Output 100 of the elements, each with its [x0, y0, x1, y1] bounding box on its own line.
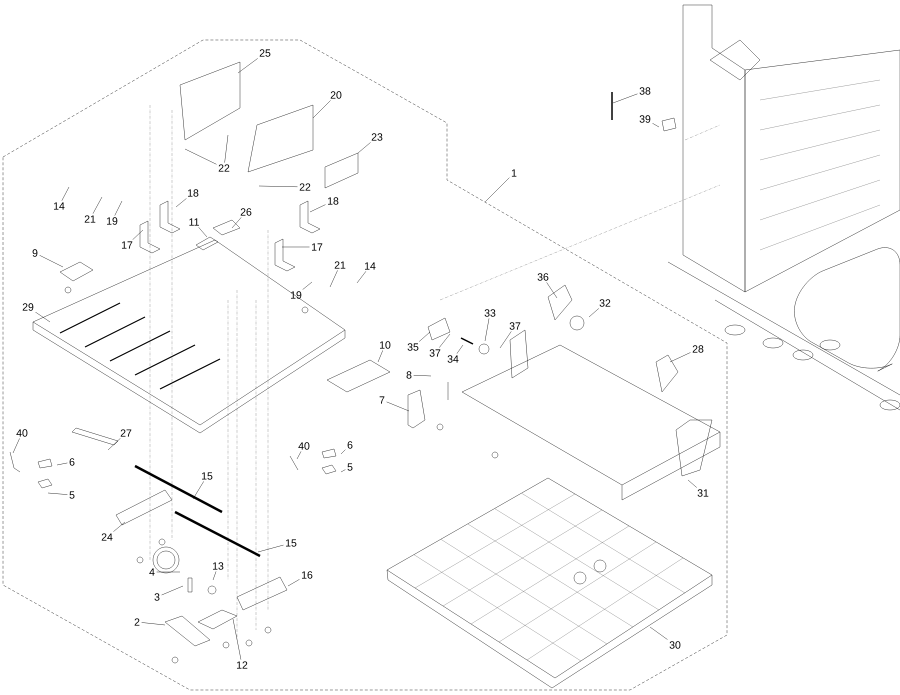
- callout-number: 6: [70, 458, 74, 466]
- leader-line: [92, 196, 102, 214]
- leader-line: [132, 230, 144, 240]
- leader-line: [212, 571, 216, 580]
- leader-line: [652, 123, 660, 128]
- leader-line: [546, 282, 558, 298]
- leader-line: [39, 255, 64, 268]
- leader-line: [238, 58, 258, 74]
- callout-number: 40: [298, 442, 310, 450]
- callout-number: 27: [120, 429, 132, 437]
- callout-number: 21: [84, 215, 96, 223]
- callout-number: 28: [692, 345, 704, 353]
- leader-line: [35, 312, 50, 322]
- leader-line: [258, 186, 298, 188]
- callout-number: 10: [380, 341, 390, 349]
- callout-number: 14: [364, 262, 376, 270]
- leader-line: [184, 148, 217, 165]
- leader-line: [282, 246, 310, 248]
- leader-line: [141, 622, 166, 626]
- leader-line: [688, 480, 697, 488]
- callout-number: 1: [512, 169, 516, 177]
- callout-number: 3: [154, 593, 160, 601]
- leader-line: [302, 282, 312, 290]
- callout-number: 14: [54, 202, 64, 210]
- callout-number: 38: [640, 87, 650, 95]
- leader-line: [108, 438, 121, 450]
- callout-number: 25: [260, 49, 270, 57]
- callout-number: 35: [408, 343, 418, 351]
- callout-number: 39: [640, 115, 650, 123]
- callout-number: 21: [334, 261, 346, 269]
- leader-line: [340, 469, 346, 472]
- callout-number: 30: [670, 641, 680, 649]
- callout-number: 15: [202, 472, 212, 480]
- leader-line: [258, 544, 284, 552]
- leader-line: [612, 94, 638, 104]
- callout-number: 23: [372, 133, 382, 141]
- leader-line: [484, 177, 510, 202]
- callout-number: 37: [510, 322, 520, 330]
- callout-number: 2: [134, 618, 140, 626]
- leader-line: [456, 344, 464, 354]
- leader-line: [588, 308, 600, 318]
- leader-line: [198, 227, 208, 238]
- leader-line: [378, 350, 383, 362]
- leader-line: [500, 331, 512, 348]
- leader-line: [650, 626, 668, 640]
- callout-number: 19: [106, 217, 118, 225]
- leader-line: [439, 334, 450, 348]
- leader-line: [413, 375, 432, 376]
- callout-number: 36: [538, 273, 548, 281]
- callout-number: 7: [380, 396, 384, 404]
- leader-line: [224, 134, 228, 163]
- leader-line: [296, 451, 302, 460]
- leader-line: [310, 204, 326, 212]
- leader-line: [418, 332, 430, 342]
- callout-number: 5: [70, 491, 74, 499]
- leader-line: [232, 217, 242, 228]
- leader-line: [48, 492, 68, 495]
- callout-number: 33: [484, 309, 496, 317]
- callout-number: 9: [32, 249, 38, 257]
- leader-line: [56, 462, 68, 466]
- callout-number: 29: [22, 303, 34, 311]
- leader-line: [330, 270, 338, 288]
- callout-number: 16: [302, 571, 312, 579]
- callout-number: 12: [236, 661, 248, 669]
- leader-line: [340, 449, 346, 454]
- leader-line: [12, 438, 20, 454]
- callout-number: 8: [406, 371, 412, 379]
- callout-number: 11: [189, 218, 199, 226]
- callout-number: 15: [286, 539, 296, 547]
- callout-number: 18: [328, 197, 338, 205]
- leader-line: [192, 481, 204, 500]
- callout-number: 5: [348, 463, 352, 471]
- callout-number: 31: [698, 489, 708, 497]
- callout-number: 34: [448, 355, 458, 363]
- leader-line: [484, 318, 490, 342]
- callout-number: 17: [122, 241, 132, 249]
- leader-line: [288, 579, 300, 586]
- leader-line: [113, 522, 126, 532]
- leader-line: [670, 352, 691, 362]
- callout-number: 32: [600, 299, 610, 307]
- leader-line: [161, 586, 184, 596]
- callout-number: 24: [102, 533, 112, 541]
- callout-number: 40: [16, 429, 28, 437]
- callout-number: 17: [312, 243, 322, 251]
- callout-number: 13: [212, 562, 224, 570]
- callout-number: 37: [430, 349, 440, 357]
- callout-number: 18: [188, 189, 198, 197]
- callout-number: 26: [240, 208, 252, 216]
- leader-line: [356, 271, 366, 284]
- callout-number: 4: [149, 568, 155, 576]
- callout-number: 22: [300, 183, 310, 191]
- leader-line: [312, 100, 331, 118]
- leader-line: [176, 198, 187, 208]
- leader-line: [386, 402, 410, 412]
- leader-line: [358, 142, 371, 154]
- callout-number: 6: [348, 441, 352, 449]
- callout-number: 19: [290, 291, 302, 299]
- leader-line: [232, 618, 242, 660]
- leader-line: [114, 200, 122, 216]
- callout-number: 20: [330, 91, 342, 99]
